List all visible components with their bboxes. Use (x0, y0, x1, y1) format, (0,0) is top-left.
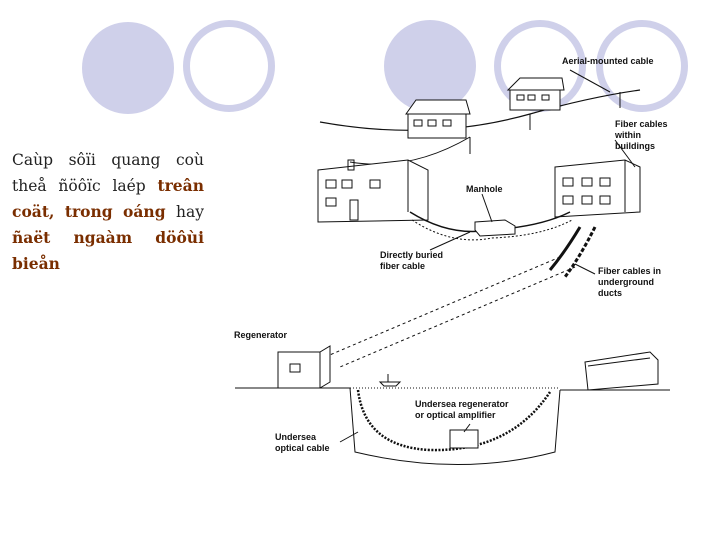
house-aerial-1 (506, 77, 565, 111)
regenerator-box (277, 345, 331, 389)
label-manhole: Manhole (466, 184, 503, 194)
house-aerial-2 (405, 99, 471, 139)
building-shore-right (584, 351, 659, 391)
body-word-highlight: oáng (123, 202, 166, 221)
underground-duct (548, 226, 582, 271)
fiber-deployment-diagram: Aerial-mounted cable Fiber cables within… (234, 56, 670, 465)
label-aerial-cable: Aerial-mounted cable (562, 56, 654, 66)
decor-circle-filled-1 (82, 22, 174, 114)
body-word: ñöôïc (58, 177, 101, 195)
body-word: hay (175, 203, 204, 221)
pointer (569, 69, 611, 93)
body-line-3: coät, trong oáng hay (12, 199, 204, 225)
building-left (317, 159, 429, 223)
label-undersea-regenerator: or optical amplifier (415, 410, 496, 420)
decor-circle-filled-2 (384, 20, 476, 112)
body-word-highlight: döôùi (155, 228, 204, 247)
label-underground-ducts: ducts (598, 288, 622, 298)
label-buried-fiber: fiber cable (380, 261, 425, 271)
body-word: sôïi (68, 151, 96, 169)
underground-duct (563, 226, 597, 278)
body-word-highlight: ngaàm (73, 228, 133, 247)
manhole (474, 219, 516, 237)
pointer (574, 263, 596, 275)
slide-body-text: Caùp sôïi quang coù theå ñöôïc laép treâ… (12, 148, 204, 277)
label-fiber-buildings: Fiber cables (615, 119, 668, 129)
label-underground-ducts: underground (598, 277, 654, 287)
body-word-highlight: trong (64, 202, 113, 221)
pointer (429, 231, 471, 251)
undersea-cable (356, 389, 552, 452)
decor-circle-ring-3 (596, 20, 688, 112)
ship (378, 374, 402, 387)
body-word: coù (175, 151, 204, 169)
body-word: theå (12, 177, 47, 195)
body-line-1: Caùp sôïi quang coù (12, 148, 204, 173)
label-regenerator: Regenerator (234, 330, 288, 340)
pointer (339, 431, 359, 443)
pointer (481, 193, 493, 223)
label-undersea-cable: Undersea (275, 432, 317, 442)
body-line-4: ñaët ngaàm döôùi bieån (12, 225, 204, 277)
pointer (614, 139, 636, 168)
body-word: Caùp (12, 151, 54, 169)
label-buried-fiber: Directly buried (380, 250, 443, 260)
label-undersea-regenerator: Undersea regenerator (415, 399, 509, 409)
decor-circle-ring-1 (183, 20, 275, 112)
body-word-highlight: ñaët (12, 228, 51, 247)
pointer (463, 423, 471, 433)
label-undersea-cable: optical cable (275, 443, 330, 453)
buried-fiber-trench-lower (411, 219, 573, 241)
building-right (554, 159, 641, 218)
body-word: quang (111, 151, 161, 169)
sea-basin (349, 387, 561, 465)
label-underground-ducts: Fiber cables in (598, 266, 661, 276)
long-haul-link (339, 266, 576, 368)
long-haul-link (324, 256, 561, 358)
aerial-cable-2 (349, 136, 471, 165)
aerial-cable (319, 89, 641, 131)
fiber-deployment-figure: Aerial-mounted cable Fiber cables within… (230, 52, 685, 472)
body-word-highlight: coät, (12, 202, 55, 221)
body-line-2: theå ñöôïc laép treân (12, 173, 204, 199)
body-word: laép (112, 177, 146, 195)
body-word-highlight: bieån (12, 254, 60, 273)
body-word-highlight: treân (157, 176, 204, 195)
label-fiber-buildings: buildings (615, 141, 655, 151)
undersea-regenerator (449, 429, 479, 449)
label-fiber-buildings: within (614, 130, 641, 140)
